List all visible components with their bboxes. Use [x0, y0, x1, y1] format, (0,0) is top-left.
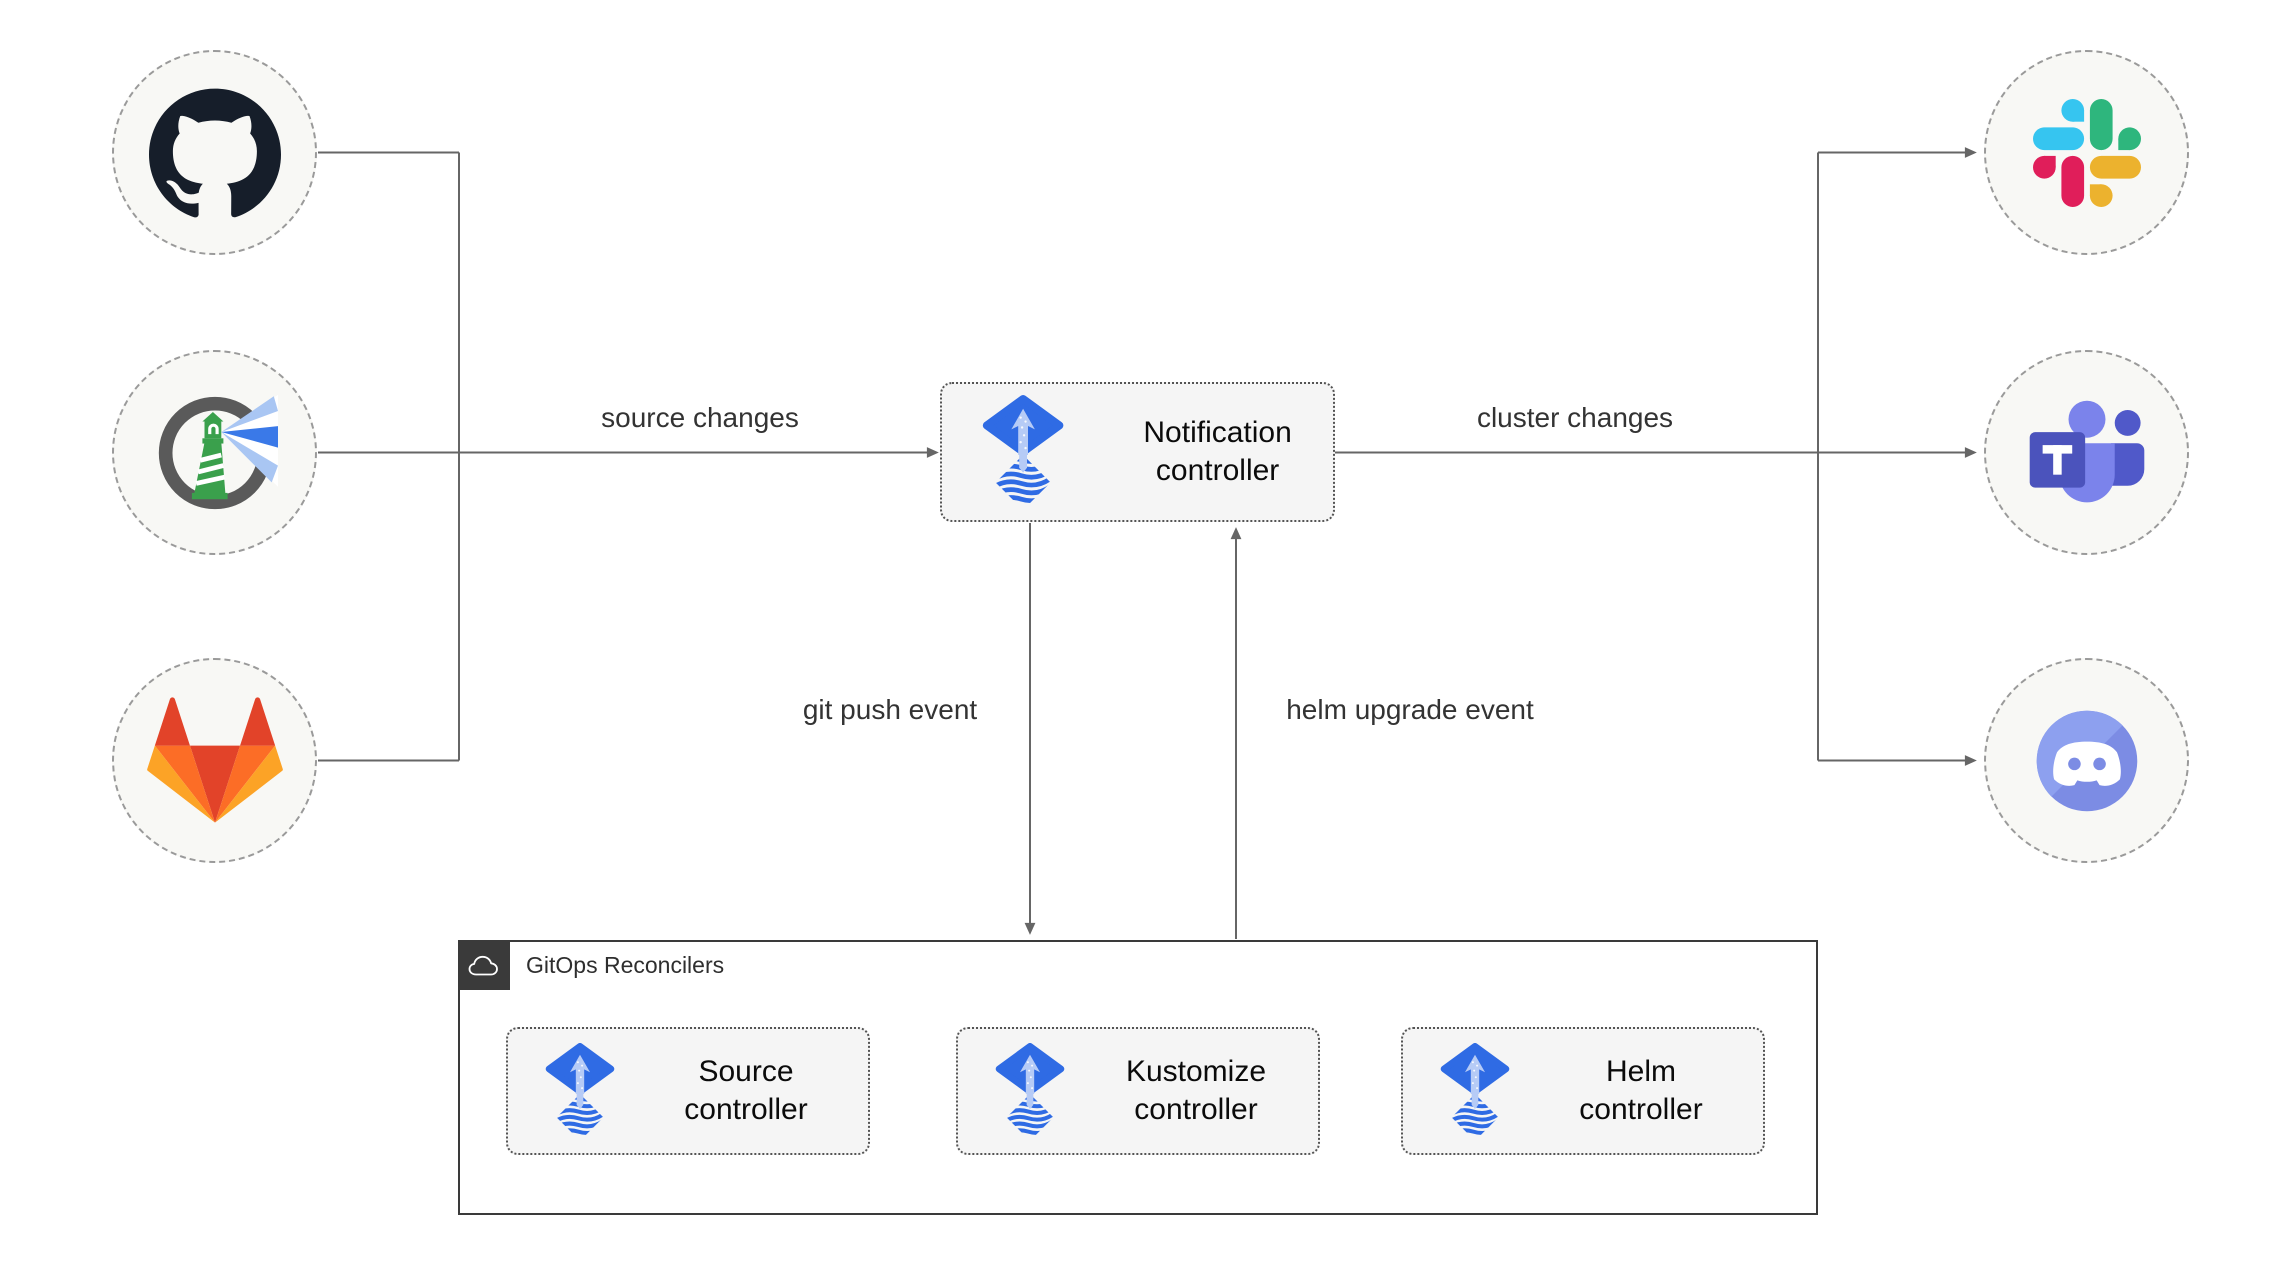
- harbor-icon: [158, 394, 278, 509]
- kustomize-controller-node: Kustomize controller: [956, 1027, 1320, 1155]
- slack-icon: [2032, 98, 2141, 207]
- provider-node-slack: [1984, 50, 2189, 255]
- source-node-github: [112, 50, 317, 255]
- discord-icon: [2036, 710, 2137, 811]
- provider-node-discord: [1984, 658, 2189, 863]
- edge-label-helm-upgrade-event: helm upgrade event: [1286, 694, 1534, 725]
- source-node-gitlab: [112, 658, 317, 863]
- gitlab-icon: [146, 697, 283, 823]
- microsoft-teams-icon: [2029, 400, 2144, 503]
- github-icon: [148, 88, 281, 217]
- gitops-header-badge: [458, 940, 510, 990]
- flux-icon: [1433, 1043, 1517, 1140]
- flux-icon: [988, 1043, 1072, 1140]
- flux-icon: [538, 1043, 622, 1140]
- edge-label-git-push-event: git push event: [802, 694, 978, 725]
- gitops-reconcilers-title: GitOps Reconcilers: [526, 951, 725, 978]
- edge-label-source-changes: source changes: [601, 402, 799, 433]
- helm-controller-node: Helm controller: [1401, 1027, 1765, 1155]
- source-node-harbor: [112, 350, 317, 555]
- flux-icon: [974, 394, 1072, 510]
- edge-label-cluster-changes: cluster changes: [1476, 402, 1674, 433]
- provider-node-teams: [1984, 350, 2189, 555]
- cloud-icon: [468, 955, 498, 976]
- source-controller-node: Source controller: [506, 1027, 870, 1155]
- notification-controller-node: Notification controller: [940, 382, 1335, 522]
- kustomize-controller-label: Kustomize controller: [1125, 1055, 1267, 1126]
- helm-controller-label: Helm controller: [1579, 1055, 1703, 1126]
- source-controller-label: Source controller: [684, 1055, 808, 1126]
- gitops-reconcilers-group: GitOps Reconcilers Source controller Kus…: [458, 940, 1818, 1215]
- notification-controller-label: Notification controller: [1143, 416, 1292, 487]
